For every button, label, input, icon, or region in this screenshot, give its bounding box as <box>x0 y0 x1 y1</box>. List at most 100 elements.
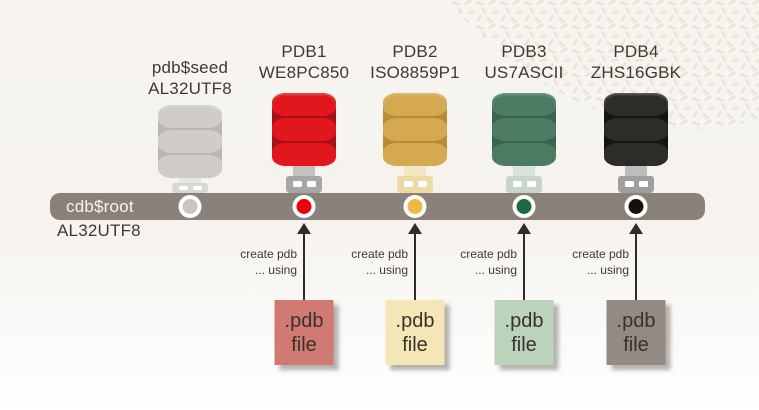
usb-stem-icon <box>179 178 201 183</box>
arrow-line <box>414 232 416 300</box>
create-pdb-caption: create pdb ... using <box>351 246 408 278</box>
usb-plug-icon <box>506 176 542 193</box>
arrow-up-icon <box>408 223 422 234</box>
pdb-file-box: .pdb file <box>606 300 666 365</box>
arrow-up-icon <box>629 223 643 234</box>
arrow-up-icon <box>297 223 311 234</box>
pdb-file-line2: file <box>402 333 428 356</box>
usb-stem-icon <box>293 166 315 176</box>
pdb-file-box: .pdb file <box>385 300 445 365</box>
pdb-column-seed: pdb$seed AL32UTF8 <box>130 0 250 410</box>
pdb-file-line1: .pdb <box>616 309 656 332</box>
usb-stem-icon <box>625 166 647 176</box>
create-pdb-caption: create pdb ... using <box>460 246 517 278</box>
pdb-file-line2: file <box>291 333 317 356</box>
pdb-charset: US7ASCII <box>484 63 564 82</box>
pdb-name-label: PDB1 WE8PC850 <box>244 41 364 83</box>
cylinder-ring <box>158 130 222 153</box>
cdb-root-label: cdb$root <box>66 197 134 216</box>
usb-plug-icon <box>172 183 208 193</box>
cylinder-ring <box>604 93 668 116</box>
port-circle <box>512 195 536 218</box>
database-cylinder-icon <box>604 93 668 166</box>
pdb-file-line1: .pdb <box>395 309 435 332</box>
create-pdb-caption: create pdb ... using <box>240 246 297 278</box>
usb-hole <box>526 181 536 187</box>
pdb-name: PDB3 <box>501 42 547 61</box>
port-circle <box>178 195 202 218</box>
pdb-column-4: PDB4 ZHS16GBK create pdb ... using .pdb … <box>572 0 696 410</box>
usb-hole <box>512 181 522 187</box>
cdb-root-bar: cdb$root <box>50 193 705 220</box>
usb-stem-icon <box>513 166 535 176</box>
pdb-name: pdb$seed <box>151 58 229 77</box>
usb-plug-icon <box>618 176 654 193</box>
pdb-charset: WE8PC850 <box>258 63 350 82</box>
port-circle <box>624 195 648 218</box>
pdb-file-box: .pdb file <box>274 300 334 365</box>
cdb-root-charset-label: AL32UTF8 <box>57 221 141 240</box>
cylinder-ring <box>604 118 668 141</box>
cylinder-ring <box>492 93 556 116</box>
pdb-file-line1: .pdb <box>504 309 544 332</box>
cylinder-ring <box>383 118 447 141</box>
pdb-name-label: PDB3 US7ASCII <box>464 41 584 83</box>
pdb-column-1: PDB1 WE8PC850 create pdb ... using .pdb … <box>240 0 364 410</box>
pdb-name: PDB4 <box>613 42 659 61</box>
create-pdb-line1: create pdb <box>351 247 408 261</box>
create-pdb-line1: create pdb <box>460 247 517 261</box>
create-pdb-line2: ... using <box>474 263 517 277</box>
create-pdb-line1: create pdb <box>572 247 629 261</box>
pdb-column-2: PDB2 ISO8859P1 create pdb ... using .pdb… <box>351 0 475 410</box>
usb-hole <box>292 181 302 187</box>
database-cylinder-icon <box>158 105 222 178</box>
arrow-line <box>523 232 525 300</box>
usb-hole <box>417 181 427 187</box>
pdb-name: PDB2 <box>392 42 438 61</box>
pdb-file-line1: .pdb <box>284 309 324 332</box>
pdb-file-box: .pdb file <box>494 300 554 365</box>
cylinder-ring <box>158 105 222 128</box>
create-pdb-line2: ... using <box>254 263 297 277</box>
usb-hole <box>638 181 648 187</box>
pdb-name-label: pdb$seed AL32UTF8 <box>130 57 250 99</box>
pdb-charset: AL32UTF8 <box>148 79 232 98</box>
database-cylinder-icon <box>492 93 556 166</box>
pdb-name: PDB1 <box>281 42 327 61</box>
cylinder-ring <box>272 93 336 116</box>
pdb-name-label: PDB4 ZHS16GBK <box>576 41 696 83</box>
usb-hole <box>306 181 316 187</box>
database-cylinder-icon <box>383 93 447 166</box>
pdb-file-line2: file <box>623 333 649 356</box>
usb-hole <box>178 186 188 190</box>
usb-hole <box>403 181 413 187</box>
database-cylinder-icon <box>272 93 336 166</box>
cylinder-ring <box>383 93 447 116</box>
usb-plug-icon <box>286 176 322 193</box>
pdb-charset: ISO8859P1 <box>370 63 460 82</box>
cylinder-ring <box>272 143 336 166</box>
port-circle <box>292 195 316 218</box>
usb-stem-icon <box>404 166 426 176</box>
cylinder-ring <box>272 118 336 141</box>
cylinder-ring <box>158 155 222 178</box>
arrow-up-icon <box>517 223 531 234</box>
pdb-name-label: PDB2 ISO8859P1 <box>355 41 475 83</box>
create-pdb-line1: create pdb <box>240 247 297 261</box>
port-circle <box>403 195 427 218</box>
pdb-column-3: PDB3 US7ASCII create pdb ... using .pdb … <box>460 0 584 410</box>
usb-plug-icon <box>397 176 433 193</box>
cylinder-ring <box>604 143 668 166</box>
arrow-line <box>303 232 305 300</box>
create-pdb-line2: ... using <box>365 263 408 277</box>
pdb-charset: ZHS16GBK <box>590 63 682 82</box>
create-pdb-line2: ... using <box>586 263 629 277</box>
arrow-line <box>635 232 637 300</box>
cylinder-ring <box>383 143 447 166</box>
create-pdb-caption: create pdb ... using <box>572 246 629 278</box>
usb-hole <box>624 181 634 187</box>
cylinder-ring <box>492 143 556 166</box>
pdb-file-line2: file <box>511 333 537 356</box>
cylinder-ring <box>492 118 556 141</box>
